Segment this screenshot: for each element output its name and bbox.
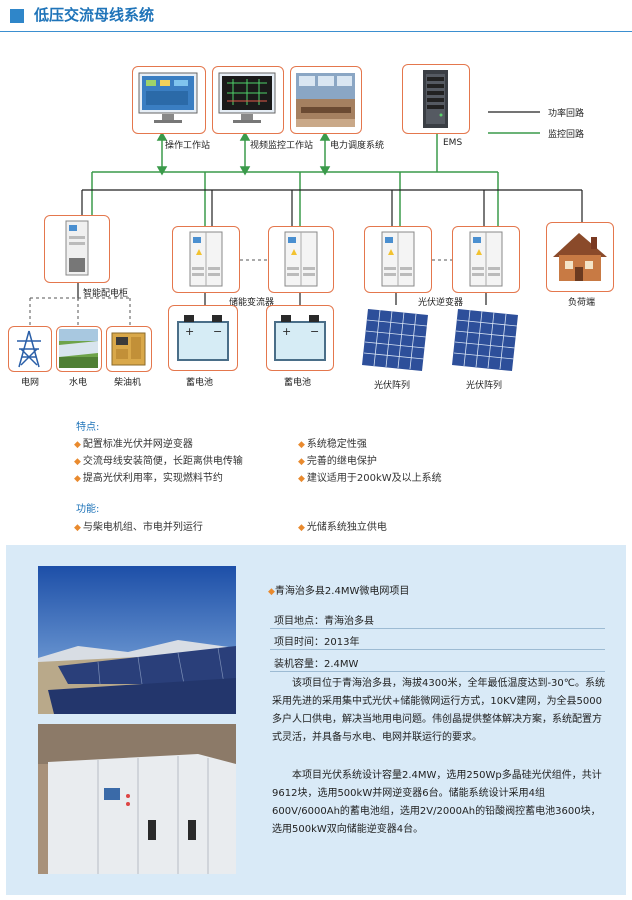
monitor-icon xyxy=(218,72,276,123)
functions-title: 功能: xyxy=(76,504,100,515)
video-workstation-card xyxy=(212,66,284,134)
header-divider xyxy=(0,31,632,32)
pv-array-1-image xyxy=(360,305,432,375)
project-location: 项目地点：青海治多县 xyxy=(274,616,374,627)
feature-item: ◆提高光伏利用率，实现燃料节约 xyxy=(74,473,223,484)
bullet-diamond-icon: ◆ xyxy=(298,440,305,450)
field-divider xyxy=(270,628,605,629)
project-description-1: 该项目位于青海治多县，海拔4300米，全年最低温度达到-30℃。系统采用先进的采… xyxy=(272,678,606,743)
svg-text:−: − xyxy=(213,325,222,338)
svg-text:+: + xyxy=(282,325,291,338)
label-ems: EMS xyxy=(443,138,463,148)
server-rack-icon xyxy=(423,70,448,128)
bullet-diamond-icon: ◆ xyxy=(74,440,81,450)
solar-field-image xyxy=(38,566,236,714)
solar-panel-icon xyxy=(452,309,518,371)
legend-monitor-loop: 监控回路 xyxy=(548,130,585,140)
label-hydro: 水电 xyxy=(69,378,88,388)
equipment-room-photo xyxy=(38,724,236,874)
label-dispatch-system: 电力调度系统 xyxy=(330,141,385,151)
inverter-icon xyxy=(284,231,318,287)
inverter-icon xyxy=(381,231,415,287)
bullet-diamond-icon: ◆ xyxy=(268,587,275,597)
inverter-icon xyxy=(189,231,223,287)
feature-item: ◆交流母线安装简便，长距离供电传输 xyxy=(74,456,243,467)
field-divider xyxy=(270,649,605,650)
page-title: 低压交流母线系统 xyxy=(34,6,155,24)
features-title: 特点: xyxy=(76,422,100,433)
bullet-diamond-icon: ◆ xyxy=(298,474,305,484)
pv-array-2-image xyxy=(450,305,522,375)
label-load: 负荷端 xyxy=(568,298,596,308)
header-square-icon xyxy=(10,9,24,23)
label-operator-workstation: 操作工作站 xyxy=(165,141,211,151)
feature-item: ◆配置标准光伏并网逆变器 xyxy=(74,439,193,450)
label-battery-2: 蓄电池 xyxy=(284,378,312,388)
storage-inverter-1-card xyxy=(172,226,240,293)
feature-item: ◆完善的继电保护 xyxy=(298,456,377,467)
load-card xyxy=(546,222,614,292)
battery-1-card: + − xyxy=(168,305,238,371)
project-capacity: 装机容量：2.4MW xyxy=(274,659,359,670)
battery-2-card: + − xyxy=(266,305,334,371)
inverter-icon xyxy=(469,231,503,287)
project-title: ◆青海治多县2.4MW微电网项目 xyxy=(268,586,410,597)
monitor-icon xyxy=(138,72,198,123)
diesel-generator-icon xyxy=(111,332,146,366)
project-description-2: 本项目光伏系统设计容量2.4MW，选用250Wp多晶硅光伏组件，共计9612块，… xyxy=(272,770,602,835)
label-diesel: 柴油机 xyxy=(114,378,142,388)
bullet-diamond-icon: ◆ xyxy=(74,523,81,533)
label-pv-array-2: 光伏阵列 xyxy=(466,381,503,391)
ems-card xyxy=(402,64,470,134)
bullet-diamond-icon: ◆ xyxy=(74,474,81,484)
svg-text:+: + xyxy=(185,325,194,338)
inverter-cabinets-image xyxy=(38,724,236,874)
project-time: 项目时间：2013年 xyxy=(274,637,360,648)
pv-inverter-1-card xyxy=(364,226,432,293)
solar-field-photo xyxy=(38,566,236,714)
battery-icon: + − xyxy=(274,315,326,361)
legend-power-loop: 功率回路 xyxy=(548,109,585,119)
hydro-dam-icon xyxy=(59,329,98,368)
diesel-card xyxy=(106,326,152,372)
bullet-diamond-icon: ◆ xyxy=(298,523,305,533)
label-storage-inverter: 储能变流器 xyxy=(229,298,275,308)
label-battery-1: 蓄电池 xyxy=(186,378,214,388)
label-grid: 电网 xyxy=(21,378,40,388)
field-divider xyxy=(270,671,605,672)
feature-item: ◆系统稳定性强 xyxy=(298,439,367,450)
dispatch-system-card xyxy=(290,66,362,134)
cabinet-icon xyxy=(65,220,89,276)
operator-workstation-card xyxy=(132,66,206,134)
function-item: ◆光储系统独立供电 xyxy=(298,522,387,533)
power-tower-icon xyxy=(17,330,41,368)
hydro-card xyxy=(56,326,102,372)
label-smart-cabinet: 智能配电柜 xyxy=(83,289,129,299)
pv-inverter-2-card xyxy=(452,226,520,293)
label-video-workstation: 视频监控工作站 xyxy=(250,141,314,151)
function-item: ◆与柴电机组、市电并列运行 xyxy=(74,522,203,533)
bullet-diamond-icon: ◆ xyxy=(74,457,81,467)
bullet-diamond-icon: ◆ xyxy=(298,457,305,467)
svg-text:−: − xyxy=(310,325,319,338)
label-pv-array-1: 光伏阵列 xyxy=(374,381,411,391)
system-diagram-lines xyxy=(29,111,583,326)
label-pv-inverter: 光伏逆变器 xyxy=(418,298,464,308)
house-icon xyxy=(553,233,607,281)
smart-distribution-cabinet-card xyxy=(44,215,110,283)
solar-panel-icon xyxy=(362,309,428,371)
control-room-icon xyxy=(296,73,355,127)
feature-item: ◆建议适用于200kW及以上系统 xyxy=(298,473,442,484)
battery-icon: + − xyxy=(177,315,229,361)
grid-card xyxy=(8,326,52,372)
storage-inverter-2-card xyxy=(268,226,334,293)
